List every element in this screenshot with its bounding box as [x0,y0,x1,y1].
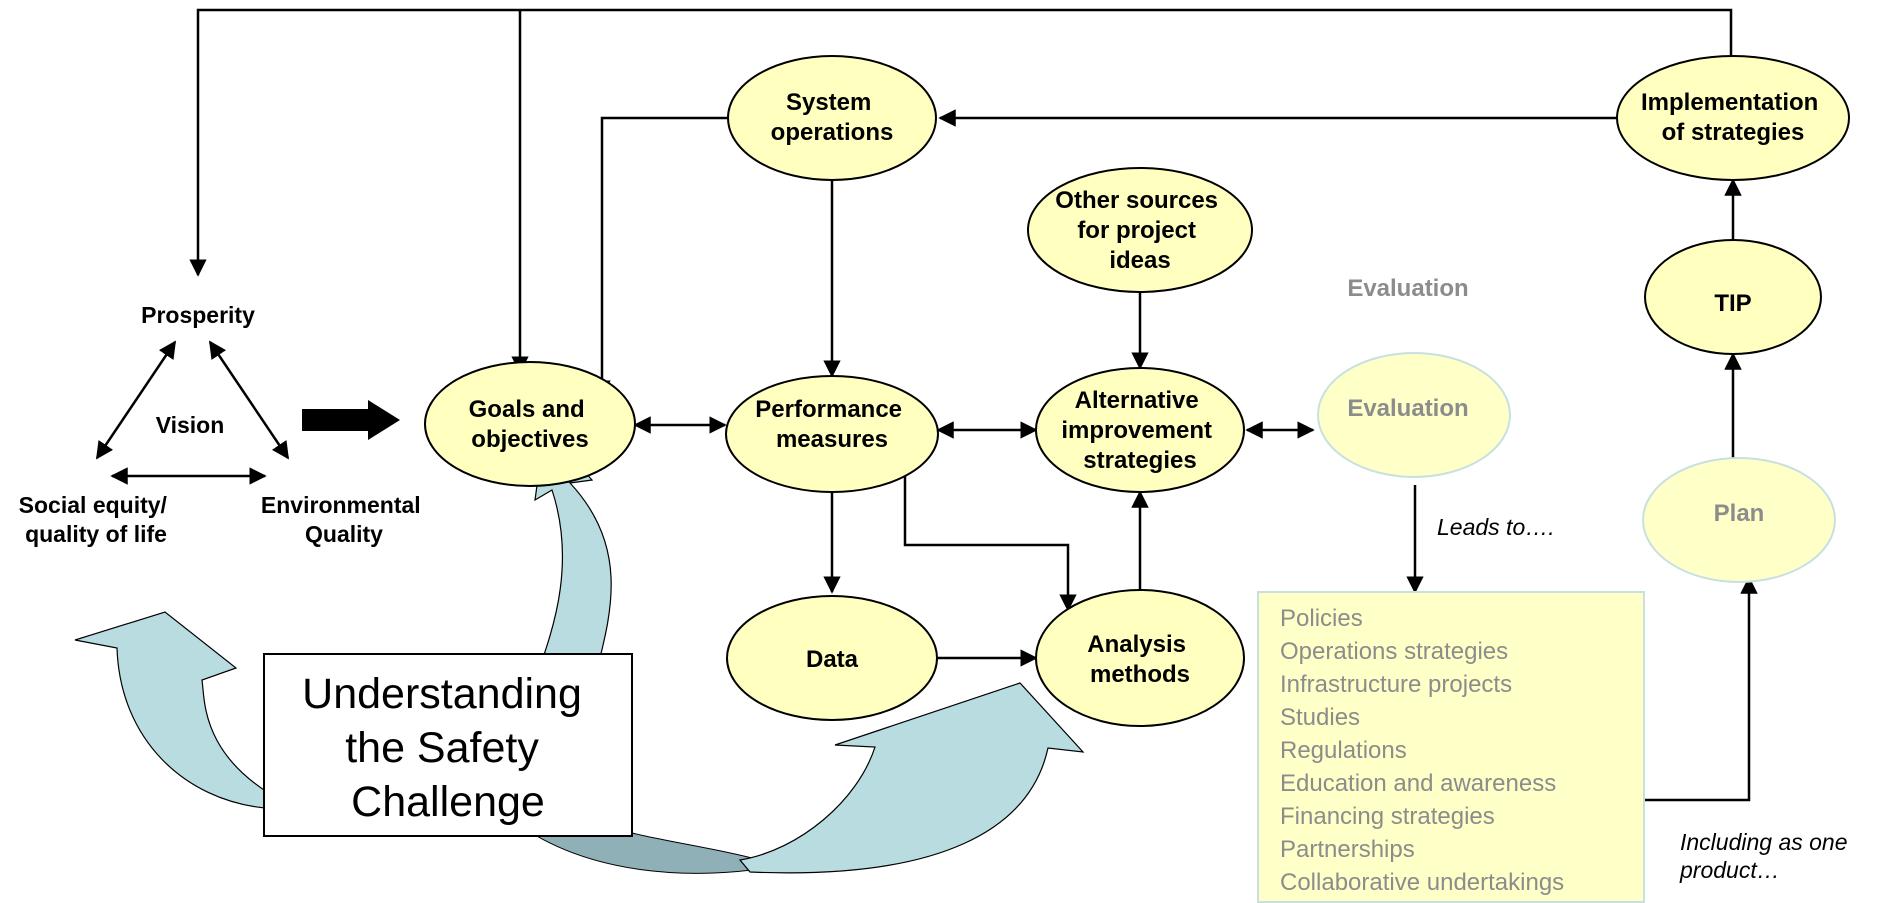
products-list-item: Collaborative undertakings [1280,869,1564,896]
other-sources-node: Other sources for project ideas [1027,167,1253,293]
environmental-quality-label: Environmental Quality [261,492,427,547]
evaluation-heading: Evaluation [1347,275,1468,302]
tip-node: TIP [1644,239,1822,355]
products-list-item: Education and awareness [1280,770,1556,797]
perf-to-analysis-line [903,472,1077,612]
products-list-item: Policies [1280,605,1363,632]
svg-text:Data: Data [806,646,859,673]
implementation-node: Implementation of strategies [1616,55,1850,181]
including-annotation: Including as one product… [1679,829,1854,883]
top-feedback-line [189,8,1733,277]
svg-text:Evaluation: Evaluation [1347,395,1468,422]
alternative-strategies-node: Alternative improvement strategies [1035,367,1245,493]
svg-text:Understanding the Safety: Understanding the Safety Challenge [302,670,594,826]
products-box: Policies Operations strategies Infrastru… [1257,591,1645,903]
products-list-item: Operations strategies [1280,638,1508,665]
plan-node: Plan [1642,457,1836,583]
sysops-to-goals-line [593,116,728,398]
svg-text:Plan: Plan [1714,500,1765,527]
products-list-item: Partnerships [1280,836,1415,863]
vision-label: Vision [156,412,225,438]
prosperity-label: Prosperity [141,302,255,328]
performance-measures-node: Performance measures [725,375,939,493]
svg-text:Goals and objectives: Goals and objectives [469,396,592,453]
curved-arrow-to-vision [74,611,293,809]
products-list-item: Regulations [1280,737,1407,764]
products-to-plan-line [1640,576,1758,802]
svg-text:Alternative improvement: Alternative improvement strategies [1061,387,1218,474]
svg-text:Policies Operations stra: Policies Operations strategies Infrastru… [1280,605,1564,896]
leads-to-annotation: Leads to…. [1437,514,1555,540]
data-node: Data [726,595,938,721]
system-operations-node: System operations [727,55,937,181]
products-list-item: Infrastructure projects [1280,671,1512,698]
safety-challenge-box: Understanding the Safety Challenge [263,653,633,837]
social-equity-label: Social equity/ quality of life [19,492,174,547]
svg-text:Analysis methods: Analysis methods [1087,631,1192,688]
products-list-item: Financing strategies [1280,803,1495,830]
svg-text:Other sources for projec: Other sources for project ideas [1055,187,1224,274]
products-list-item: Studies [1280,704,1360,731]
svg-text:System operations: System operations [771,89,894,146]
analysis-methods-node: Analysis methods [1035,589,1245,727]
triangle-right-edge [208,340,290,460]
curved-arrow-to-analysis [738,682,1085,874]
svg-text:Implementation of strate: Implementation of strategies [1641,89,1825,146]
vision-to-goals-arrow [302,400,400,440]
svg-text:Performance measures: Performance measures [755,396,908,453]
triangle-left-edge [95,340,177,460]
svg-text:TIP: TIP [1714,290,1751,317]
goals-node: Goals and objectives [424,361,636,487]
evaluation-node: Evaluation [1317,352,1511,478]
